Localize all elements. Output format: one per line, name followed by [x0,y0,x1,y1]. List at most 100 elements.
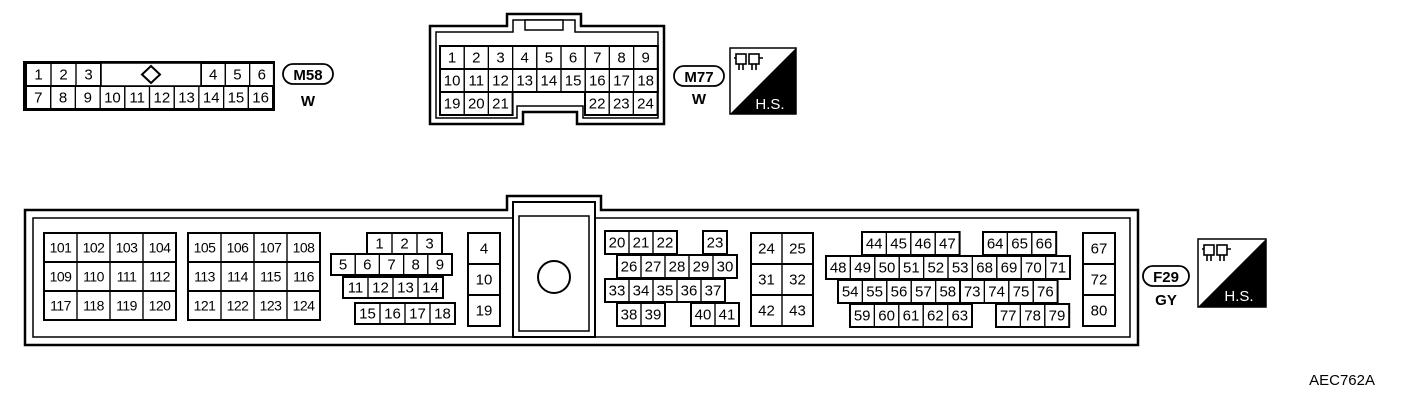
pin-number: 12 [154,90,171,107]
pin-number: 106 [227,240,250,256]
connector-symbol-icon [1202,244,1231,261]
pin-number: 43 [789,303,806,320]
pin-number: 13 [516,73,533,90]
pin-number: 118 [83,298,105,314]
pin-number: 20 [468,96,485,113]
pin-number: 3 [425,236,433,253]
pin-number: 55 [866,284,883,301]
pin-number: 64 [987,236,1004,253]
figure-id: AEC762A [1309,372,1375,389]
pin-number: 10 [104,90,121,107]
m77-id-label: M77 [684,69,713,86]
pin-number: 1 [375,236,383,253]
pin-number: 103 [116,240,139,256]
pin-number: 12 [492,73,509,90]
pin-number: 102 [83,240,106,256]
pin-number: 49 [854,260,871,277]
pin-number: 13 [178,90,195,107]
pin-number: 27 [645,259,662,276]
m77-color-label: W [692,91,707,108]
m58-id-oval [282,63,334,85]
pin-number: 15 [228,90,245,107]
pin-number: 112 [149,269,171,285]
pin-number: 13 [397,280,414,297]
pin-number: 69 [1001,260,1018,277]
pin-number: 44 [866,236,883,253]
pin-number: 24 [637,96,654,113]
pin-number: 62 [927,308,944,325]
pin-number: 21 [492,96,509,113]
pin-cell [946,303,973,328]
pin-number: 14 [203,90,220,107]
pin-number: 14 [541,73,558,90]
pin-number: 2 [472,50,480,67]
pin-number: 8 [59,90,67,107]
pin-number: 122 [227,298,250,314]
pin-number: 124 [293,298,316,314]
pin-number: 72 [1091,272,1108,289]
pin-number: 75 [1013,284,1030,301]
pin-number: 7 [34,90,42,107]
pin-number: 48 [830,260,847,277]
pin-number: 16 [589,73,606,90]
pin-number: 51 [903,260,920,277]
pin-cell [417,276,444,299]
hs-label: H.S. [1224,288,1253,305]
pin-number: 71 [1049,260,1066,277]
pin-number: 8 [617,50,625,67]
pin-number: 57 [915,284,932,301]
pin-number: 3 [84,67,92,84]
pin-number: 11 [469,73,485,90]
pin-cell [429,302,456,325]
pin-number: 4 [480,241,488,258]
pin-number: 66 [1036,236,1053,253]
pin-number: 123 [260,298,283,314]
pin-number: 113 [194,269,216,285]
pin-number: 42 [758,303,775,320]
pin-number: 6 [569,50,577,67]
pin-number: 8 [412,257,420,274]
pin-number: 65 [1011,236,1028,253]
pin-number: 1 [448,50,456,67]
pin-cell [427,253,453,276]
pin-cell [286,290,321,321]
pin-number: 33 [609,283,626,300]
pin-number: 45 [890,236,907,253]
pin-number: 117 [50,298,72,314]
pin-number: 21 [633,235,650,252]
f29-center-guide-inner [518,215,590,332]
pin-number: 29 [693,259,710,276]
pin-number: 38 [621,307,638,324]
pin-cell [1044,303,1070,328]
pin-number: 2 [59,67,67,84]
pin-number: 3 [496,50,504,67]
pin-number: 20 [609,235,626,252]
pin-number: 15 [565,73,582,90]
pin-number: 11 [348,280,364,297]
pin-number: 108 [293,240,316,256]
pin-number: 32 [789,272,806,289]
pin-number: 28 [669,259,686,276]
pin-cell [640,302,666,327]
pin-number: 11 [129,90,145,107]
pin-number: 23 [613,96,630,113]
pin-number: 24 [758,241,775,258]
pin-number: 4 [209,67,217,84]
pin-number: 59 [854,308,871,325]
pin-cell [714,302,740,327]
connector-symbol-icon [734,53,763,70]
pin-number: 74 [988,284,1005,301]
pin-number: 5 [233,67,241,84]
pin-number: 47 [939,236,956,253]
pin-number: 77 [1000,308,1017,325]
pin-cell [467,294,501,327]
pin-number: 41 [719,307,736,324]
pin-number: 12 [372,280,389,297]
m77-latch [524,19,564,31]
pin-number: 60 [878,308,895,325]
